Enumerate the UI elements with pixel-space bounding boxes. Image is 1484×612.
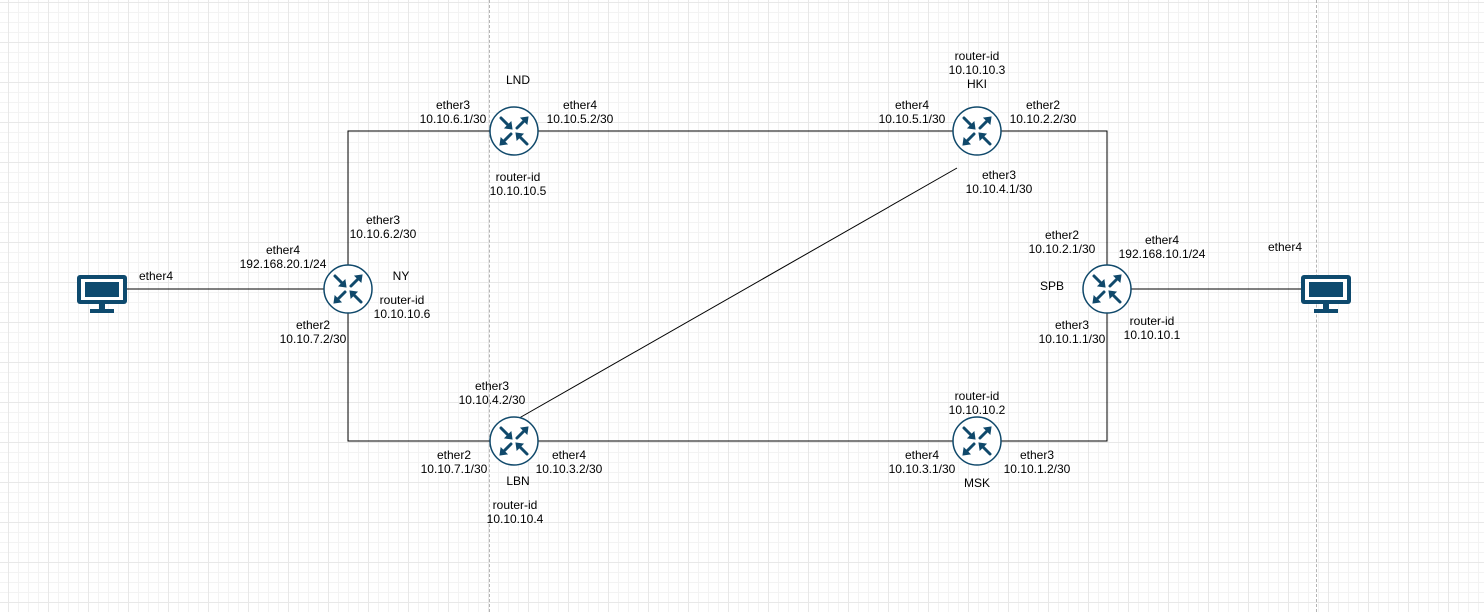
- router-msk[interactable]: [951, 415, 1003, 467]
- link-lbn-hki: [513, 167, 958, 422]
- router-name-lnd: LND: [505, 73, 531, 87]
- monitor-icon: [1301, 275, 1351, 313]
- router-icon: [488, 105, 540, 157]
- router-icon: [1081, 263, 1133, 315]
- router-lbn[interactable]: [488, 415, 540, 467]
- router-name-lbn: LBN: [506, 474, 530, 488]
- page-break-line: [1316, 0, 1317, 612]
- host-pc-left[interactable]: [77, 275, 127, 313]
- router-name-spb: SPB: [1039, 279, 1065, 293]
- link-ny-lnd: [347, 130, 514, 265]
- router-hki[interactable]: [951, 105, 1003, 157]
- host-pc-left-port: ether4: [138, 269, 174, 283]
- router-spb[interactable]: [1081, 263, 1133, 315]
- router-name-hki: HKI: [966, 77, 988, 91]
- router-icon: [951, 415, 1003, 467]
- monitor-icon: [77, 275, 127, 313]
- router-lnd[interactable]: [488, 105, 540, 157]
- router-ny[interactable]: [322, 263, 374, 315]
- link-ny-lbn: [347, 290, 514, 442]
- router-icon: [488, 415, 540, 467]
- page-break-line: [489, 0, 490, 612]
- link-spb-msk: [977, 290, 1108, 442]
- router-name-ny: NY: [392, 269, 410, 283]
- host-pc-right[interactable]: [1301, 275, 1351, 313]
- router-icon: [951, 105, 1003, 157]
- links: [127, 130, 1301, 442]
- router-name-msk: MSK: [963, 476, 991, 490]
- host-pc-right-port: ether4: [1267, 240, 1303, 254]
- router-icon: [322, 263, 374, 315]
- link-hki-spb: [977, 130, 1108, 290]
